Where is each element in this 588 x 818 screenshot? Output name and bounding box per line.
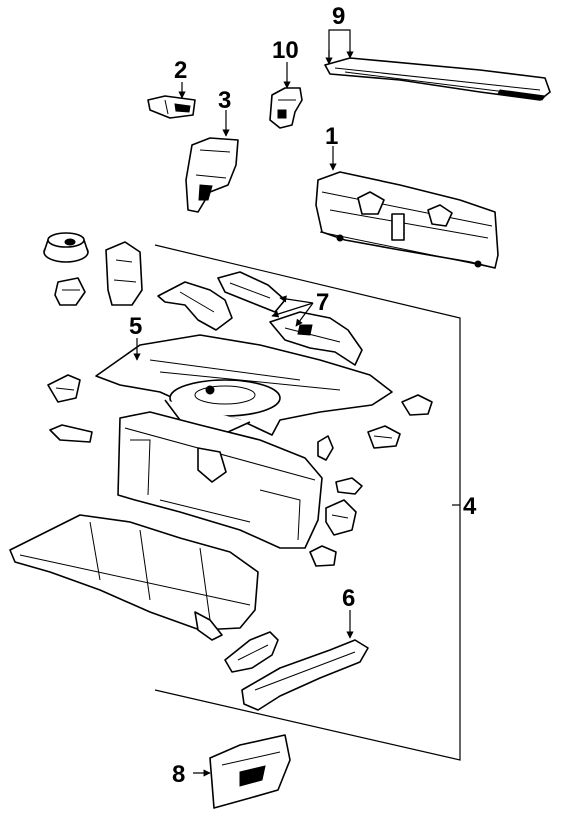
part-jack-cap bbox=[43, 232, 89, 263]
part-10-bracket bbox=[269, 87, 303, 129]
part-bracket-f bbox=[335, 477, 363, 495]
part-bracket-a bbox=[47, 374, 81, 403]
part-rear-floor-pan bbox=[9, 514, 259, 641]
callout-8: 8 bbox=[172, 761, 185, 788]
part-bracket-h bbox=[309, 545, 337, 567]
callout-1: 1 bbox=[325, 123, 338, 150]
part-6-rear-rail bbox=[224, 631, 369, 711]
callout-3: 3 bbox=[218, 87, 231, 114]
callout-4: 4 bbox=[463, 493, 477, 520]
part-8-extension bbox=[209, 734, 291, 809]
callout-6: 6 bbox=[342, 585, 355, 612]
part-small-bracket-left bbox=[54, 277, 86, 306]
part-seat-back-panel bbox=[117, 411, 323, 549]
assembly-bracket bbox=[154, 244, 461, 761]
callouts: 1 2 3 4 5 6 7 8 9 10 bbox=[129, 3, 477, 788]
callout-9: 9 bbox=[332, 3, 345, 30]
part-bracket-b bbox=[49, 424, 93, 443]
part-bracket-e bbox=[317, 435, 334, 461]
callout-2: 2 bbox=[174, 57, 187, 84]
leader-lines bbox=[133, 29, 354, 777]
part-pillar-brace bbox=[105, 241, 143, 306]
part-bracket-g bbox=[325, 499, 357, 536]
part-bracket-d bbox=[367, 425, 401, 449]
callout-5: 5 bbox=[129, 313, 142, 340]
callout-7: 7 bbox=[316, 289, 329, 316]
part-9-header-rail bbox=[324, 57, 551, 101]
part-bracket-c bbox=[401, 394, 433, 416]
part-3-extension bbox=[185, 137, 239, 213]
part-2-bracket bbox=[147, 95, 196, 119]
part-1-rear-panel bbox=[315, 171, 499, 269]
part-7-braces bbox=[157, 271, 363, 366]
part-5-upper-floor bbox=[95, 334, 393, 436]
callout-10: 10 bbox=[272, 37, 299, 64]
